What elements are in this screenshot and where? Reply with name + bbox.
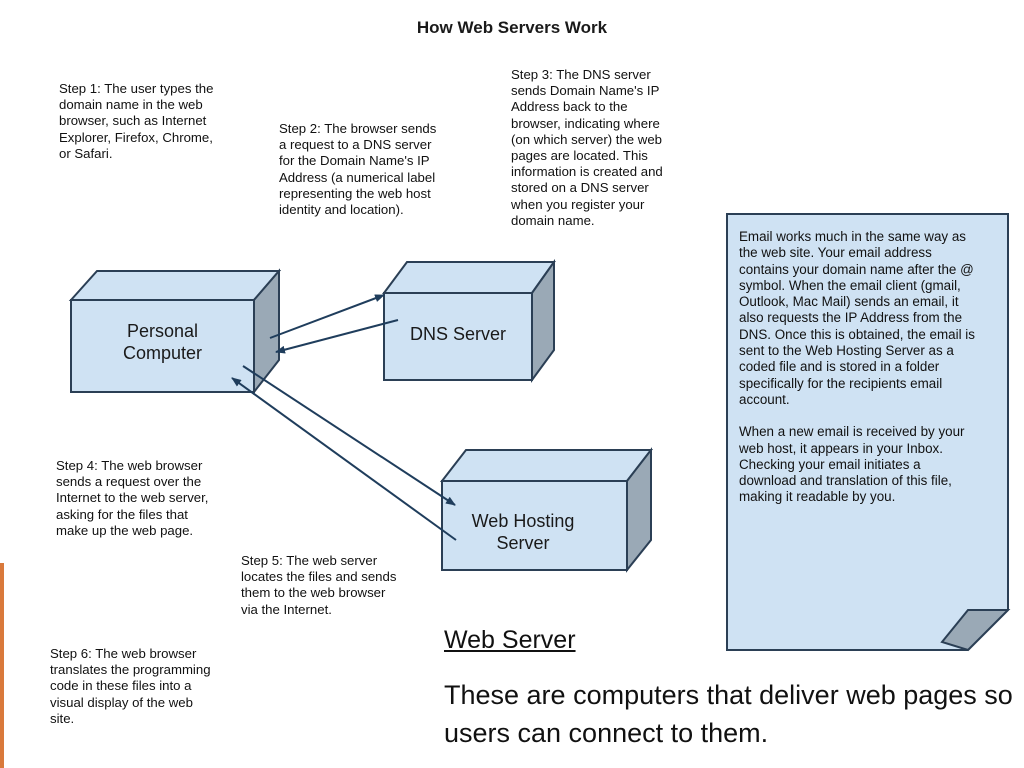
web-server-description: These are computers that deliver web pag… xyxy=(444,680,1013,748)
web-hosting-server-box xyxy=(439,447,654,573)
arrow-dns-to-pc xyxy=(275,319,399,354)
personal-computer-box xyxy=(68,268,282,395)
personal-computer-label: Personal Computer xyxy=(122,321,203,363)
dns-box-front xyxy=(383,292,533,381)
slide-accent-bar xyxy=(0,563,4,768)
email-note-paragraph-1: Email works much in the same way as the … xyxy=(739,229,975,407)
arrow-web-to-pc xyxy=(231,377,457,541)
step-2-text: Step 2: The browser sends a request to a… xyxy=(279,121,437,218)
web-hosting-server-label: Web Hosting Server xyxy=(471,511,575,553)
pc-box-top xyxy=(68,270,282,301)
email-note-paragraph-2: When a new email is received by your web… xyxy=(739,424,965,505)
step-1-text: Step 1: The user types the domain name i… xyxy=(59,81,214,161)
step-3-text: Step 3: The DNS server sends Domain Name… xyxy=(511,67,663,228)
diagram-title: How Web Servers Work xyxy=(416,18,608,37)
email-note-text: Email works much in the same way as the … xyxy=(739,229,975,506)
step-5-text: Step 5: The web server locates the files… xyxy=(241,553,397,617)
dns-server-box xyxy=(382,258,556,384)
web-box-front xyxy=(441,480,628,571)
dns-server-label: DNS Server xyxy=(409,324,507,344)
arrow-pc-to-dns xyxy=(269,294,385,339)
arrow-pc-to-web xyxy=(242,365,456,506)
web-box-top xyxy=(439,449,654,482)
step-4-text: Step 4: The web browser sends a request … xyxy=(56,458,209,538)
note-fold xyxy=(940,609,1011,652)
step-6-text: Step 6: The web browser translates the p… xyxy=(50,646,211,726)
dns-box-top xyxy=(382,261,556,294)
email-note-box xyxy=(726,213,1011,652)
pc-box-front xyxy=(70,299,255,393)
web-server-heading: Web Server xyxy=(444,626,576,654)
